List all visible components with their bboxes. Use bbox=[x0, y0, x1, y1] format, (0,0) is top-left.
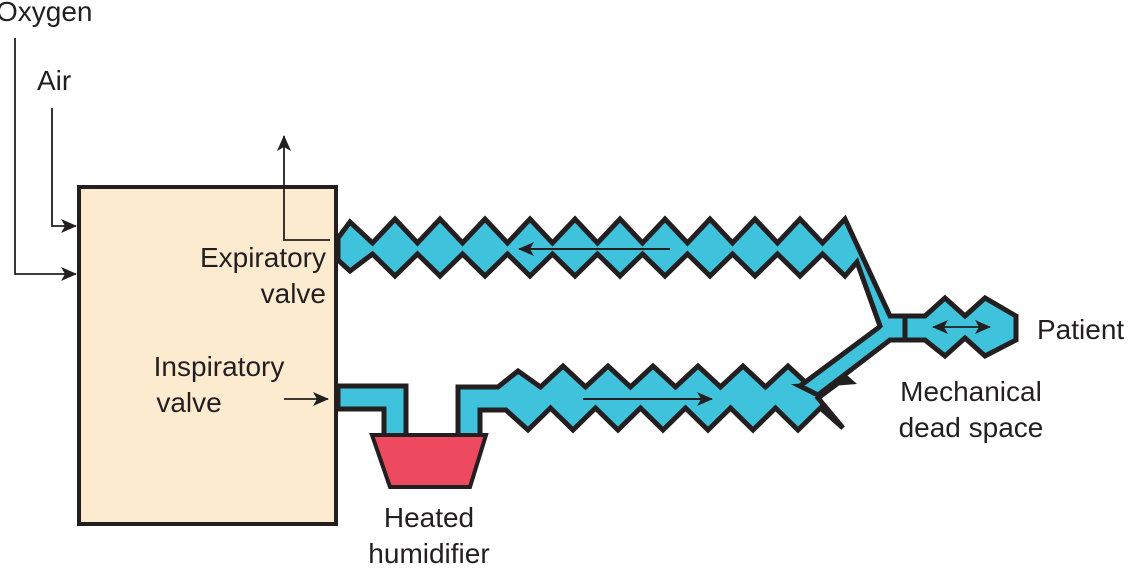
oxygen-inlet-arrow bbox=[14, 38, 77, 281]
inspiratory-valve-line2: valve bbox=[156, 387, 222, 419]
expiratory-valve-label: Expiratory valve bbox=[200, 240, 326, 313]
expiratory-tubing bbox=[335, 214, 908, 398]
inspiratory-valve-line1: Inspiratory bbox=[153, 351, 285, 382]
expiratory-valve-line1: Expiratory bbox=[199, 242, 326, 273]
dead-space-line2: dead space bbox=[898, 412, 1044, 444]
heated-humidifier bbox=[369, 433, 489, 489]
expiratory-valve-line2: valve bbox=[260, 278, 326, 310]
air-inlet-arrow bbox=[51, 108, 77, 233]
ventilator-box bbox=[77, 185, 338, 526]
heated-humidifier-line1: Heated bbox=[383, 502, 475, 533]
inspiratory-tubing bbox=[335, 362, 858, 439]
oxygen-label: Oxygen bbox=[0, 0, 93, 27]
air-label: Air bbox=[37, 65, 72, 96]
dead-space-line1: Mechanical bbox=[900, 376, 1042, 407]
heated-humidifier-label: Heated humidifier bbox=[358, 500, 500, 573]
mechanical-dead-space-label: Mechanical dead space bbox=[878, 374, 1064, 447]
exhaust-arrow bbox=[277, 135, 330, 241]
heated-humidifier-line2: humidifier bbox=[368, 538, 490, 570]
patient-label: Patient bbox=[1037, 314, 1125, 345]
inspiratory-valve-label: Inspiratory valve bbox=[138, 349, 300, 422]
